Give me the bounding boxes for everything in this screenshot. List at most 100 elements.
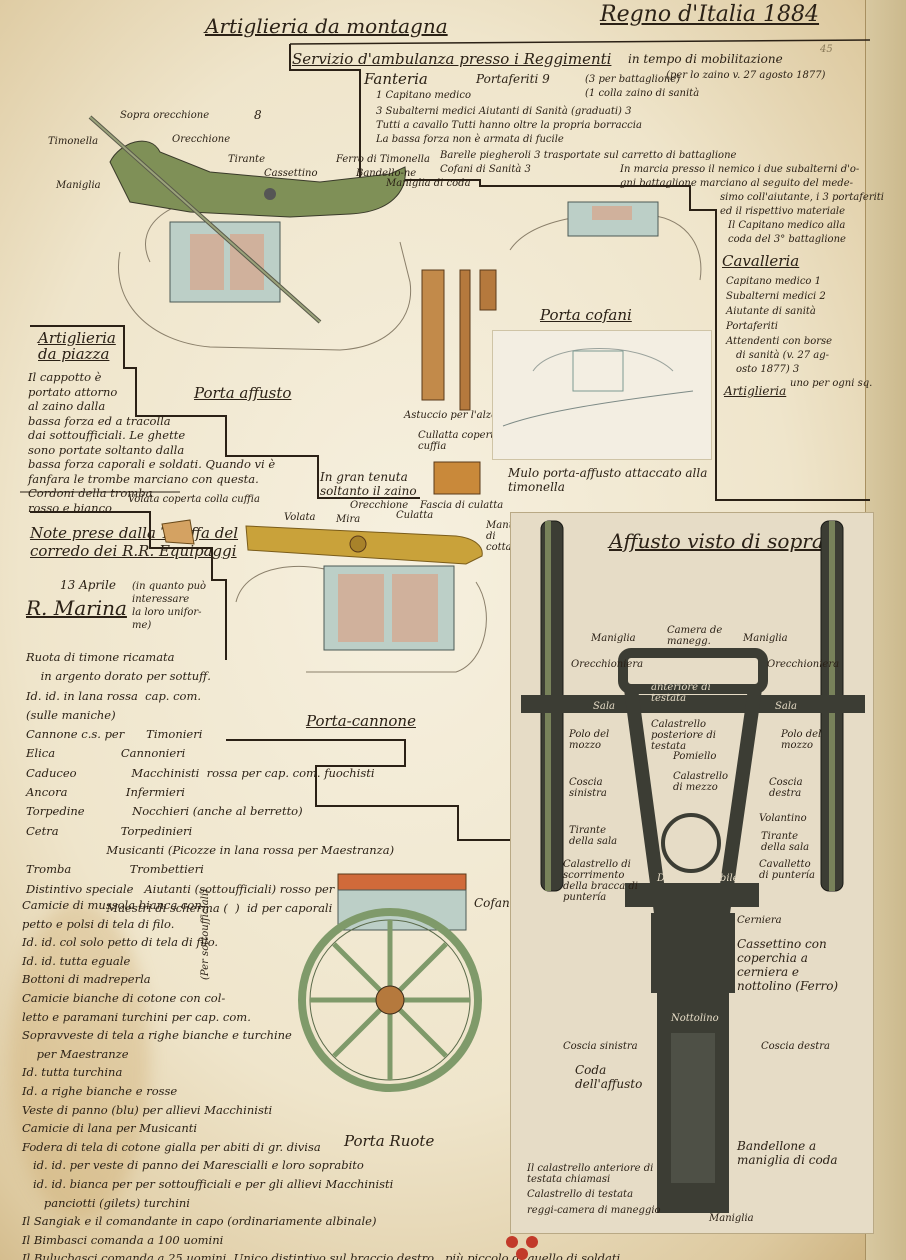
cavalleria-row: Portaferiti <box>726 321 778 332</box>
service-line: La bassa forza non è armata di fucile <box>376 134 564 145</box>
service-right-line: In marcia presso il nemico i due subalte… <box>620 164 860 175</box>
carriage-label: Cassettino con coperchia a cerniera e no… <box>737 937 839 993</box>
carriage-label: Calastrello di testata <box>527 1189 634 1200</box>
cannon-label: Volata <box>284 512 316 523</box>
mule-label: Orecchione <box>172 134 231 145</box>
mule-label: Cassettino <box>264 168 318 179</box>
carriage-label: Bandellone a maniglia di coda <box>737 1139 838 1167</box>
carriage-label: Coda dell'affusto <box>575 1063 643 1091</box>
volata-note: Volata coperta colla cuffia <box>128 494 260 505</box>
cannon-label: Mira <box>336 514 361 525</box>
carriage-label: Nottolino <box>671 1013 719 1024</box>
portaferiti-label: Portaferiti 9 <box>476 72 550 86</box>
fanteria-label: Fanteria <box>364 70 428 88</box>
carriage-label: Calastrello di scorrimento della bracca … <box>563 859 638 903</box>
service-right-line: simo coll'aiutante, i 3 portaferiti <box>720 192 885 203</box>
porta-affusto-caption: Porta affusto <box>194 384 292 402</box>
mule-label: Ferro di Timonella <box>336 154 430 165</box>
mule-label: Tirante <box>228 154 265 165</box>
service-line: 1 Capitano medico <box>376 90 471 101</box>
volata-cap-drawing <box>161 519 195 545</box>
left-title: Artiglieria da montagna <box>205 14 448 38</box>
carriage-label: Tirante della sala <box>761 831 810 853</box>
service-right-line: coda del 3° battaglione <box>728 234 846 245</box>
carriage-top-view-panel: Affusto visto di sopra Maniglia Camera d… <box>510 512 874 1234</box>
mule-porta-cofani-drawing <box>509 201 702 281</box>
cavalleria-row: Capitano medico 1 <box>726 276 821 287</box>
tools-drawing <box>421 269 497 495</box>
mule-label: Maniglia <box>56 180 101 191</box>
porta-cannone-caption: Porta-cannone <box>306 712 416 730</box>
carriage-label: Polo del mozzo <box>781 729 822 751</box>
mule-porta-affusto-drawing <box>88 115 412 351</box>
cannon-label: Culatta <box>396 510 434 521</box>
service-right-line: gni battaglione marciano al seguito del … <box>620 178 854 189</box>
notes-interest: (in quanto può interessare la loro unifo… <box>132 581 207 631</box>
carriage-drawing <box>521 520 865 1213</box>
mule-label: Maniglia di coda <box>386 178 471 189</box>
carriage-label: Orecchioniera <box>767 659 840 670</box>
mule-porta-ruote-drawing <box>298 873 482 1092</box>
carriage-title: Affusto visto di sopra <box>609 529 824 553</box>
cannon-label: Orecchione <box>350 500 409 511</box>
service-line: 3 Subalterni medici Aiutanti di Sanità (… <box>376 106 632 117</box>
service-title: Servizio d'ambulanza presso i Reggimenti <box>292 50 612 68</box>
service-line: Tutti a cavallo Tutti hanno oltre la pro… <box>376 120 642 131</box>
carriage-label: Coscia sinistra <box>563 1041 638 1052</box>
carriage-label: Calastrello anteriore di testata <box>651 671 711 704</box>
porta-ruote-caption: Porta Ruote <box>344 1132 435 1150</box>
piazza-title: Artiglieria da piazza <box>38 329 116 363</box>
carriage-label: Coscia sinistra <box>569 777 607 799</box>
carriage-label: Coscia destra <box>761 1041 830 1052</box>
service-line: (3 per battaglione) <box>585 74 681 85</box>
service-line: Cofani di Sanità 3 <box>440 164 531 175</box>
mule-label: Timonella <box>48 136 99 147</box>
marina-heading: R. Marina <box>26 596 127 620</box>
page-number: 45 <box>820 44 833 55</box>
carriage-label: Pomiello <box>673 751 717 762</box>
carriage-label: Cavalletto di puntería <box>759 859 815 881</box>
service-ref: (per lo zaino v. 27 agosto 1877) <box>666 70 826 81</box>
cavalleria-row: osto 1877) 3 <box>736 364 800 375</box>
carriage-label: Dentiera mobile <box>657 873 739 884</box>
cavalleria-row: Attendenti con borse <box>726 336 833 347</box>
red-stamp <box>506 1236 538 1260</box>
carriage-label: Maniglia <box>591 633 636 644</box>
carriage-label: Maniglia <box>709 1213 754 1224</box>
tools-caption: Astuccio per l'alzo <box>404 410 498 421</box>
cannon-label: Fascia di culatta <box>420 500 504 511</box>
artiglieria-heading: Artiglieria <box>724 384 787 398</box>
cavalleria-row: Aiutante di sanità <box>726 306 816 317</box>
carriage-label: Cerniera <box>737 915 782 926</box>
service-right-line: ed il rispettivo materiale <box>720 206 846 217</box>
cavalleria-row: uno per ogni sq. <box>790 378 873 389</box>
cavalleria-row: di sanità (v. 27 ag- <box>736 350 830 361</box>
cavalleria-row: Subalterni medici 2 <box>726 291 826 302</box>
bottom-notes: Camicie di mussola bianca con petto e po… <box>22 898 621 1260</box>
cavalleria-heading: Cavalleria <box>722 252 800 270</box>
service-subtitle: in tempo di mobilitazione <box>628 52 783 66</box>
carriage-label: Calastrello posteriore di testata <box>651 719 716 752</box>
mule-label: Sopra orecchione <box>120 110 210 121</box>
paper-stain <box>10 900 150 1220</box>
carriage-label: Polo del mozzo <box>569 729 610 751</box>
mule-sketch-inset <box>492 330 712 460</box>
carriage-label: Maniglia <box>743 633 788 644</box>
carriage-label: Sala <box>775 701 797 712</box>
carriage-label: Sala <box>593 701 615 712</box>
porta-cofani-caption: Porta cofani <box>540 306 632 324</box>
cullatta-caption: Cullatta coperta colla cuffia <box>418 430 528 452</box>
service-right-line: Il Capitano medico alla <box>728 220 846 231</box>
carriage-label: Calastrello di mezzo <box>673 771 729 793</box>
gran-tenuta-note: In gran tenuta soltanto il zaino <box>320 470 417 498</box>
mule-porta-cannone-drawing <box>235 525 487 673</box>
piazza-text: Il cappotto è portato attorno al zaino d… <box>28 370 276 515</box>
carriage-label: Camera de manegg. <box>667 625 723 647</box>
notes-title: Note prese dalla Tariffa del corredo dei… <box>30 524 239 560</box>
carriage-label: reggi-camera di maneggio <box>527 1205 661 1216</box>
carriage-label: Orecchioniera <box>571 659 644 670</box>
mule-label: Bandello-ne <box>356 168 417 179</box>
notes-date: 13 Aprile <box>60 578 116 592</box>
mule-attached-caption: Mulo porta-affusto attaccato alla timone… <box>508 466 708 494</box>
